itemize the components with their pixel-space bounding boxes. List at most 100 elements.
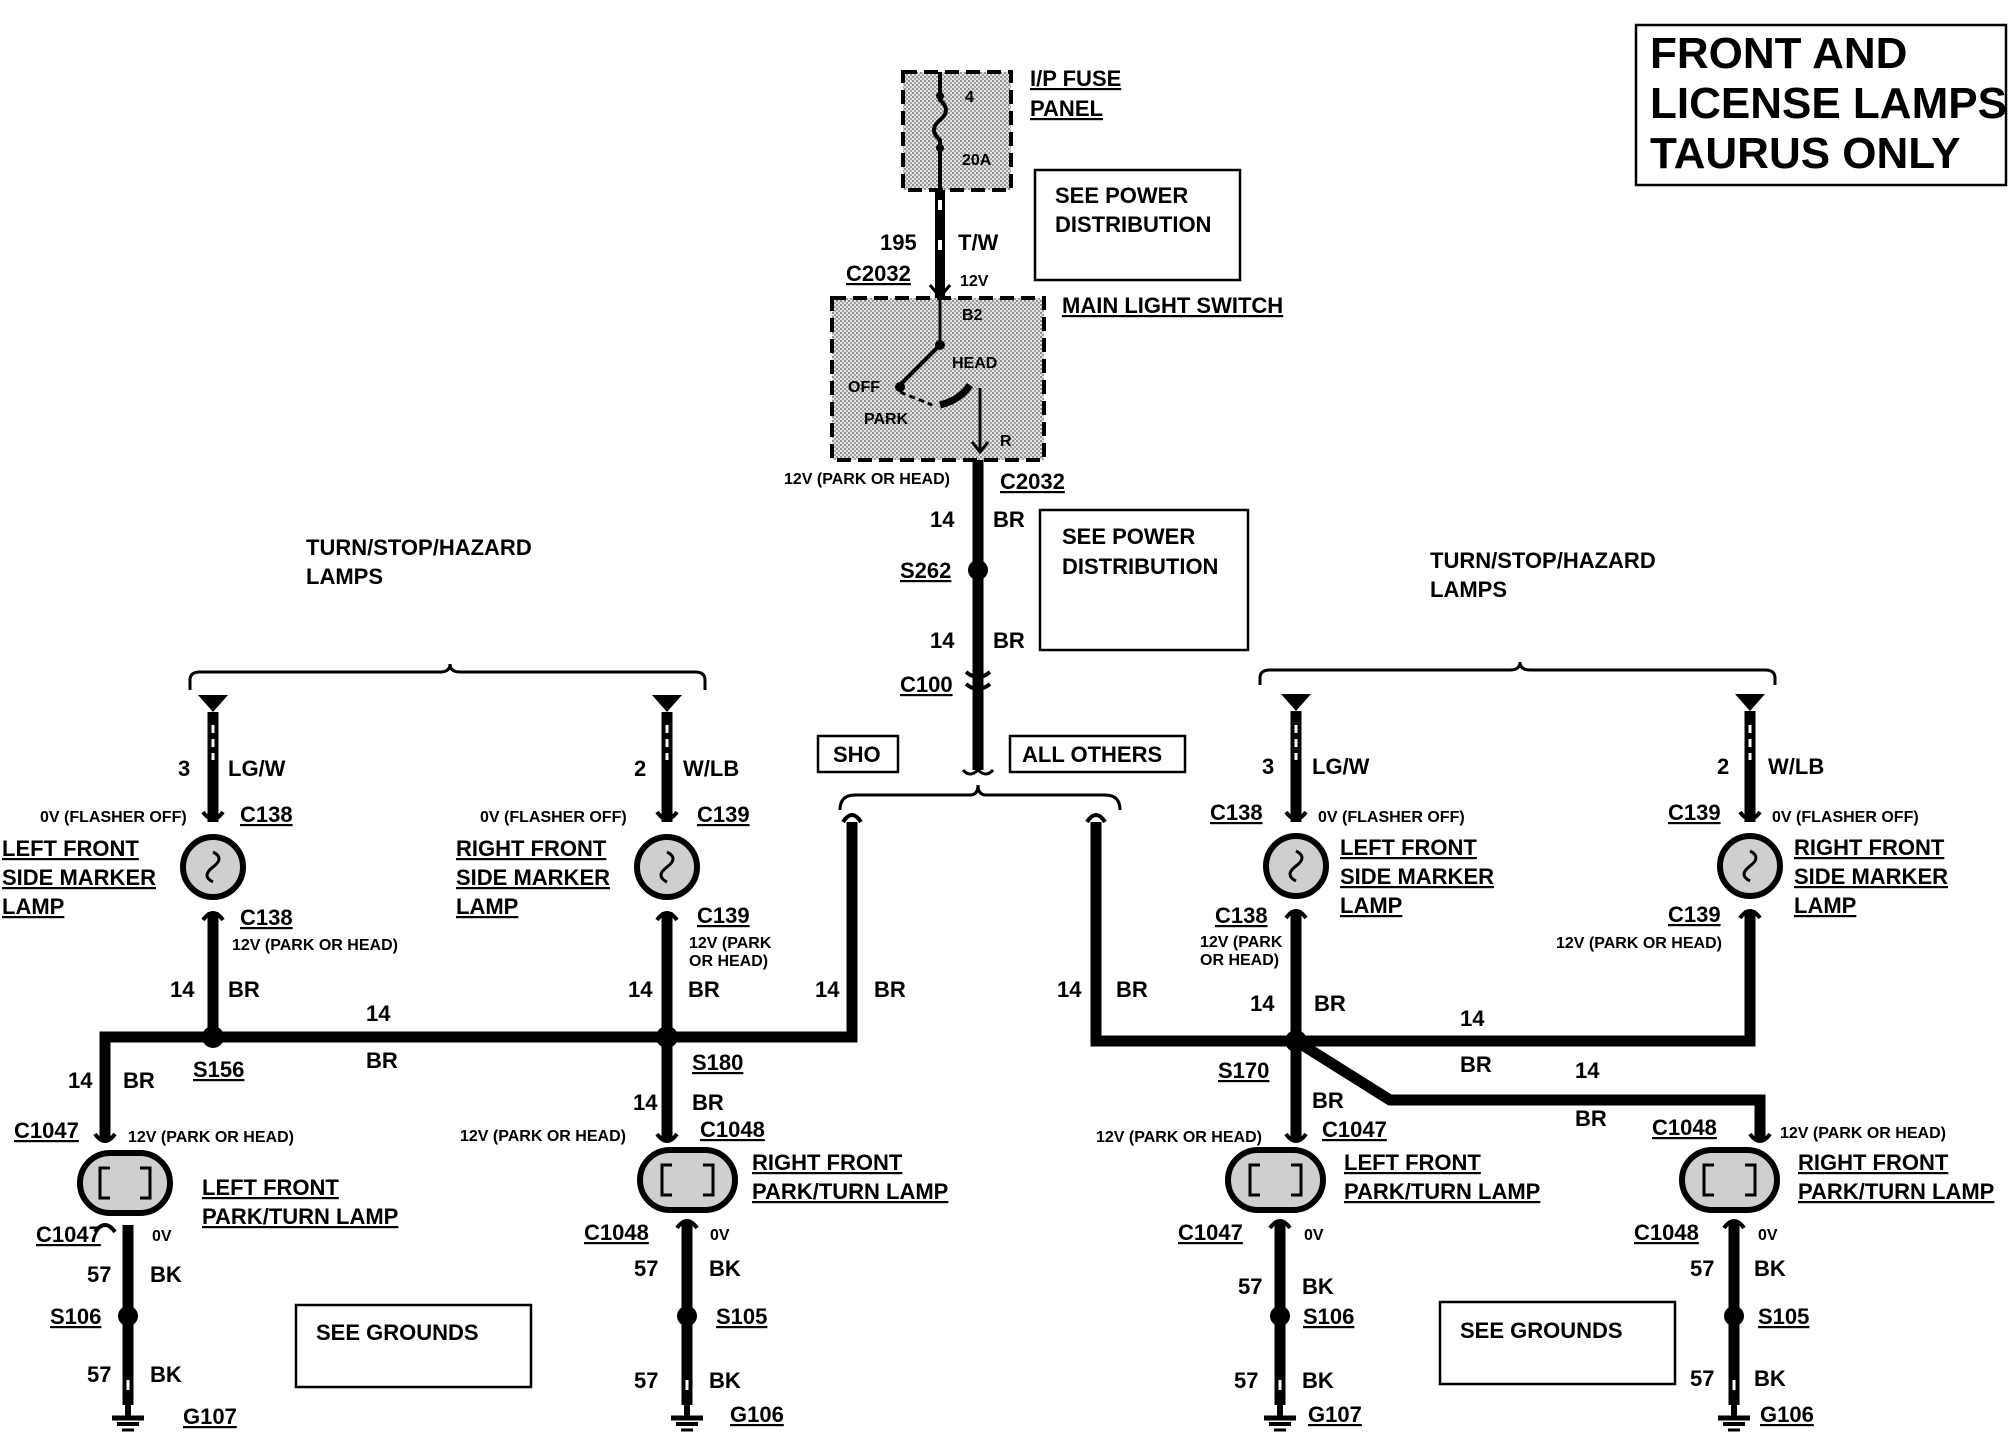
r-bus-bot-circuit: 14	[1575, 1058, 1600, 1083]
see-power-2-line-1: SEE POWER	[1062, 524, 1195, 549]
l-park-r-lamp-icon	[637, 1147, 738, 1213]
r-marker-l-connector-low: C138	[1215, 903, 1268, 928]
main-color: BR	[993, 628, 1025, 653]
r-park-l-splice: S106	[1303, 1304, 1354, 1329]
l-park-r-circ2: 57	[634, 1368, 658, 1393]
l-park-l-color2: BK	[150, 1362, 182, 1387]
splice-s156-label: S156	[193, 1057, 244, 1082]
r-park-l-lamp-icon	[1225, 1147, 1326, 1213]
l-drop-r-color: BR	[692, 1090, 724, 1115]
r-park-l-name-2: PARK/TURN LAMP	[1344, 1179, 1540, 1204]
connector-c100: C100	[900, 672, 953, 697]
main-trunk: 12V (PARK OR HEAD) C2032 14 BR S262 14 B…	[784, 460, 1065, 770]
l-see-grounds: SEE GROUNDS	[316, 1320, 479, 1345]
r-park-l-volt: 0V	[1304, 1227, 1324, 1244]
right-group-label-2: LAMPS	[1430, 577, 1507, 602]
fuse-panel: 4 20A I/P FUSE PANEL	[901, 66, 1121, 192]
l-park-l-name-1: LEFT FRONT	[202, 1175, 339, 1200]
l-sho-circuit: 14	[815, 977, 840, 1002]
l-marker-l-name-3: LAMP	[2, 894, 64, 919]
l-marker-r-state: 0V (FLASHER OFF)	[480, 809, 627, 826]
l-park-r-name-2: PARK/TURN LAMP	[752, 1179, 948, 1204]
l-marker-r-volt-low-1: 12V (PARK	[689, 935, 772, 952]
r-park-l-ground: G107	[1308, 1402, 1362, 1427]
l-marker-l-connector-low: C138	[240, 905, 293, 930]
r-marker-l-name-1: LEFT FRONT	[1340, 835, 1477, 860]
variant-selector: SHO ALL OTHERS	[816, 734, 1187, 824]
l-park-l-color: BK	[150, 1262, 182, 1287]
l-park-l-lamp-icon	[77, 1150, 173, 1216]
fuse-rating: 20A	[962, 152, 992, 169]
r-marker-r-name-2: SIDE MARKER	[1794, 864, 1948, 889]
switch-head: HEAD	[952, 355, 997, 372]
l-drop-r-connector: C1048	[700, 1117, 765, 1142]
splice-s262	[968, 560, 988, 580]
splice-s170	[1285, 1030, 1307, 1052]
r-park-r-lamp-icon	[1679, 1147, 1780, 1213]
r-others-circuit: 14	[1057, 977, 1082, 1002]
variant-others: ALL OTHERS	[1022, 742, 1162, 767]
r-drop-r-connector: C1048	[1652, 1115, 1717, 1140]
right-group-label-1: TURN/STOP/HAZARD	[1430, 548, 1656, 573]
right-group: TURN/STOP/HAZARD LAMPS 14 BR 3 LG/W C138…	[1057, 548, 1994, 1430]
l-park-l-circ: 57	[87, 1262, 111, 1287]
switch-off: OFF	[848, 379, 880, 396]
l-marker-l-state: 0V (FLASHER OFF)	[40, 809, 187, 826]
switch-out-connector: C2032	[1000, 469, 1065, 494]
r-marker-l-connector: C138	[1210, 800, 1263, 825]
switch-b2: B2	[962, 307, 983, 324]
feed-voltage: 12V	[960, 273, 989, 290]
left-group: TURN/STOP/HAZARD LAMPS 3 LG/W 0V (FLASHE…	[2, 535, 948, 1430]
l-drop-l-color: BR	[123, 1068, 155, 1093]
r-marker-r-name-3: LAMP	[1794, 893, 1856, 918]
l-drop-r-voltage: 12V (PARK OR HEAD)	[460, 1128, 626, 1145]
r-marker-l-volt-low-1: 12V (PARK	[1200, 934, 1283, 951]
r-drop-l-color: BR	[1312, 1088, 1344, 1113]
r-park-l-connector: C1047	[1178, 1220, 1243, 1245]
feed-circuit: 195	[880, 230, 917, 255]
r-marker-l-volt-low-2: OR HEAD)	[1200, 952, 1279, 969]
r-park-r-name-2: PARK/TURN LAMP	[1798, 1179, 1994, 1204]
main-circuit: 14	[930, 628, 955, 653]
r-park-l-circ: 57	[1238, 1274, 1262, 1299]
l-park-r-color2: BK	[709, 1368, 741, 1393]
r-drop-r-voltage: 12V (PARK OR HEAD)	[1780, 1125, 1946, 1142]
splice-s156	[202, 1026, 224, 1048]
see-power-1-line-2: DISTRIBUTION	[1055, 212, 1211, 237]
l-ground-g107-icon	[112, 1402, 144, 1430]
l-marker-l-circ-low: 14	[170, 977, 195, 1002]
main-light-switch: B2 HEAD OFF PARK R MAIN LIGHT SWITCH	[830, 293, 1283, 462]
feed-color: T/W	[958, 230, 999, 255]
r-marker-l-circuit: 3	[1262, 754, 1274, 779]
r-park-r-circ2: 57	[1690, 1366, 1714, 1391]
switch-park: PARK	[864, 411, 909, 428]
r-park-r-name-1: RIGHT FRONT	[1798, 1150, 1949, 1175]
switch-r: R	[1000, 433, 1012, 450]
l-bus-color: BR	[366, 1048, 398, 1073]
r-bus-top-color: BR	[1460, 1052, 1492, 1077]
r-splice-s105	[1724, 1306, 1744, 1326]
l-park-l-ground: G107	[183, 1404, 237, 1429]
r-marker-r-name-1: RIGHT FRONT	[1794, 835, 1945, 860]
left-group-label-1: TURN/STOP/HAZARD	[306, 535, 532, 560]
l-park-r-volt: 0V	[710, 1227, 730, 1244]
l-park-l-splice: S106	[50, 1304, 101, 1329]
main-light-switch-label: MAIN LIGHT SWITCH	[1062, 293, 1283, 318]
l-marker-r-connector-low: C139	[697, 903, 750, 928]
r-marker-r-color: W/LB	[1768, 754, 1824, 779]
l-marker-r-color: W/LB	[683, 756, 739, 781]
l-park-r-splice: S105	[716, 1304, 767, 1329]
r-marker-l-state: 0V (FLASHER OFF)	[1318, 809, 1465, 826]
r-others-color: BR	[1116, 977, 1148, 1002]
feed-wire: 195 T/W C2032 12V	[846, 190, 999, 300]
r-drop-l-connector: C1047	[1322, 1117, 1387, 1142]
r-park-r-volt: 0V	[1758, 1227, 1778, 1244]
splice-s262-label: S262	[900, 558, 951, 583]
l-bus-circuit: 14	[366, 1001, 391, 1026]
r-see-grounds: SEE GROUNDS	[1460, 1318, 1623, 1343]
r-park-r-color: BK	[1754, 1256, 1786, 1281]
l-marker-l-volt-low: 12V (PARK OR HEAD)	[232, 937, 398, 954]
see-power-1-line-1: SEE POWER	[1055, 183, 1188, 208]
l-drop-l-circuit: 14	[68, 1068, 93, 1093]
